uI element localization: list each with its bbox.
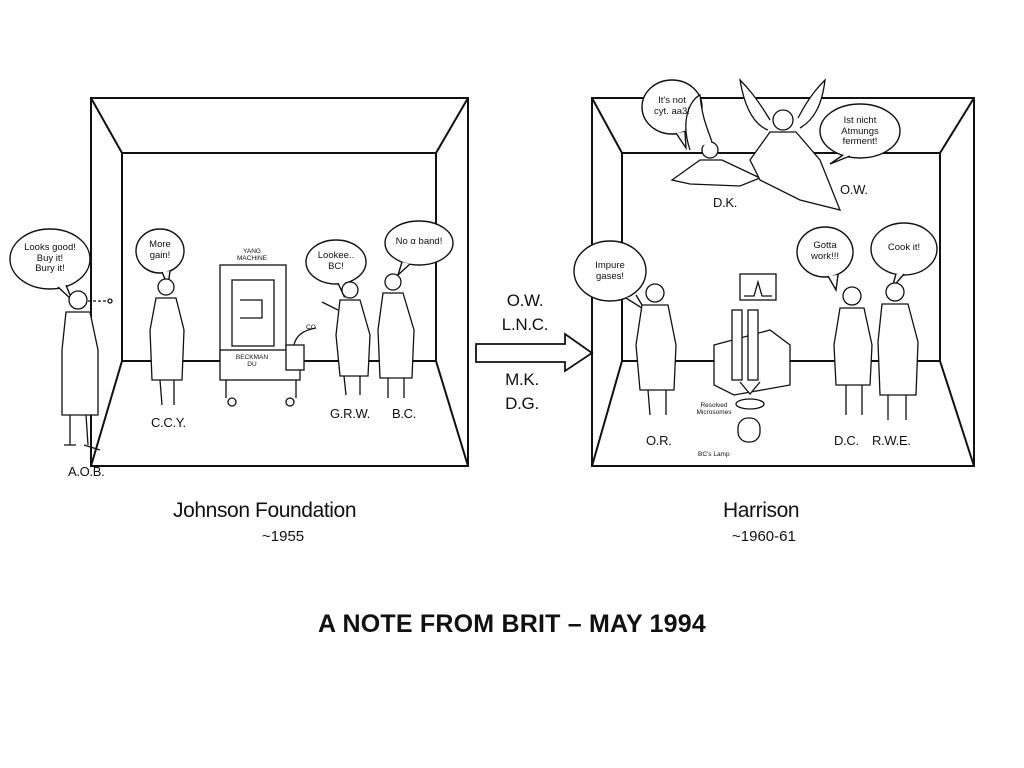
label-bc: B.C.	[392, 406, 417, 421]
speech-text-ccy: More gain!	[149, 239, 171, 261]
label-dc: D.C.	[834, 433, 859, 448]
lamp-label: BC's Lamp	[698, 451, 730, 458]
figure-dk-angel	[670, 93, 762, 187]
caption-johnson-date: ~1955	[262, 528, 305, 545]
label-rwe: R.W.E.	[872, 433, 911, 448]
transition-arrow	[475, 332, 594, 373]
figure-grw	[321, 281, 371, 396]
figure-or	[635, 283, 677, 416]
speech-text-aob: Looks good! Buy it! Bury it!	[24, 242, 76, 274]
figure-aob	[61, 290, 113, 451]
speech-text-rwe: Cook it!	[887, 242, 921, 253]
microsomes-label: Resolved Microsomes	[696, 402, 732, 416]
center-name-mk: M.K.	[505, 370, 539, 389]
caption-harrison-date: ~1960-61	[732, 528, 796, 545]
speech-text-dc: Gotta work!!!	[811, 240, 839, 262]
figure-rwe	[877, 282, 919, 420]
speech-text-grw: Lookee.. BC!	[317, 250, 355, 272]
label-or: O.R.	[646, 433, 672, 448]
machine-label-top: YANG MACHINE	[237, 248, 267, 262]
center-name-lnc: L.N.C.	[501, 315, 549, 334]
figure-dc	[833, 286, 873, 415]
page-title: A NOTE FROM BRIT – MAY 1994	[318, 610, 706, 638]
speech-bubble-bc	[384, 220, 454, 278]
center-name-ow: O.W.	[506, 291, 544, 310]
figure-bc	[377, 273, 415, 398]
label-ccy: C.C.Y.	[151, 415, 186, 430]
scientist-figures	[61, 78, 919, 451]
machine-label-bottom: BECKMAN DU	[235, 354, 269, 368]
figure-ow-angel	[739, 78, 842, 211]
caption-harrison: Harrison	[723, 499, 800, 522]
speech-bubble-or	[573, 240, 647, 311]
speech-bubble-rwe	[870, 222, 938, 289]
co-label: CO	[306, 324, 316, 331]
speech-text-dk: It's not cyt. aa3!	[654, 95, 690, 117]
center-name-dg: D.G.	[505, 394, 539, 413]
label-ow: O.W.	[840, 182, 868, 197]
speech-bubble-aob	[9, 228, 91, 301]
caption-johnson-foundation: Johnson Foundation	[173, 499, 357, 522]
label-dk: D.K.	[713, 195, 738, 210]
yang-machine	[219, 264, 317, 407]
left-speech-bubbles	[9, 220, 454, 301]
speech-bubble-ow	[819, 103, 901, 165]
speech-bubble-dc	[796, 226, 854, 293]
label-aob: A.O.B.	[68, 464, 105, 479]
speech-text-or: Impure gases!	[595, 260, 625, 282]
spectrophotometer-apparatus	[713, 273, 791, 443]
figure-ccy	[149, 278, 185, 406]
speech-text-bc: No α band!	[395, 236, 443, 247]
speech-text-ow: Ist nicht Atmungs ferment!	[841, 115, 879, 147]
label-grw: G.R.W.	[330, 406, 371, 421]
